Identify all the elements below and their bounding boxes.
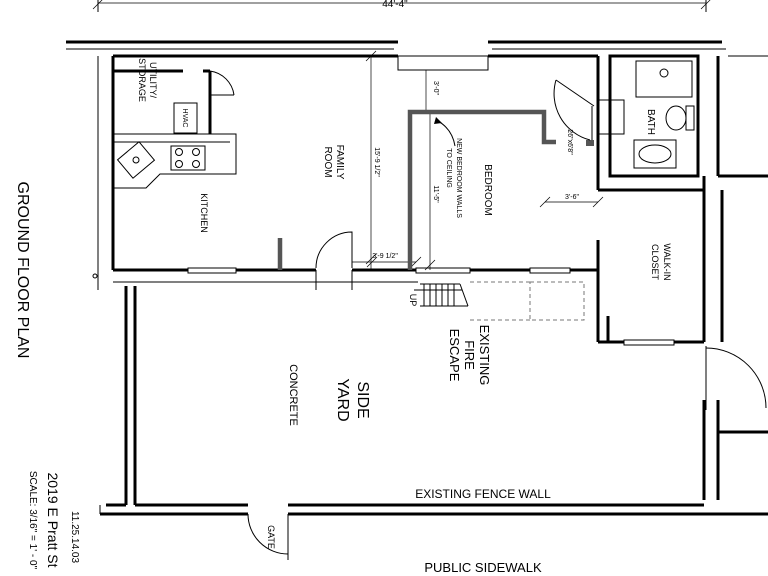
kitchen-label: KITCHEN	[199, 193, 209, 233]
dim-11-5: 11'-5"	[432, 185, 439, 203]
yard-label: YARD	[334, 378, 351, 421]
bedroom-label: BEDROOM	[482, 164, 493, 216]
fire-escape-label-3: ESCAPE	[447, 329, 462, 382]
exterior-walls	[92, 54, 600, 290]
kitchen-counters	[113, 133, 237, 189]
utility-label: UTILITY/	[148, 62, 158, 99]
property-line-top	[66, 40, 726, 50]
overall-dimension-label: 44'-4"	[382, 0, 408, 10]
door-size-label: 26"x6'8"	[566, 129, 573, 155]
fence-label: EXISTING FENCE WALL	[415, 487, 551, 501]
room-label: ROOM	[322, 146, 333, 177]
gate	[247, 513, 289, 560]
side-label: SIDE	[354, 381, 371, 418]
hvac-label: HVAC	[181, 109, 188, 128]
new-walls-note-1: NEW BEDROOM WALLS	[455, 138, 462, 218]
family-room-fixtures	[277, 231, 353, 290]
drawing-date: 11.25.14.03	[69, 511, 80, 564]
new-walls-note-2: TO CEILING	[445, 148, 452, 188]
sidewalk-label: PUBLIC SIDEWALK	[424, 560, 542, 575]
bath-room	[608, 54, 700, 178]
walkin-label: WALK-IN	[662, 243, 672, 280]
dim-3-9: 3'-9 1/2"	[372, 253, 398, 260]
drawing-title: GROUND FLOOR PLAN	[14, 182, 31, 359]
dim-3-6: 3'-6"	[565, 194, 579, 201]
utility-storage-room	[113, 69, 235, 134]
concrete-label: CONCRETE	[287, 364, 299, 426]
overall-dimension-line	[92, 0, 711, 12]
up-label: UP	[408, 294, 418, 307]
drawing-scale: SCALE: 3/16" = 1' - 0"	[27, 471, 38, 570]
dim-3-0: 3'-0"	[432, 81, 439, 95]
storage-label: STORAGE	[137, 58, 147, 102]
fire-escape-stairs	[414, 281, 585, 321]
gate-label: GATE	[266, 525, 276, 549]
new-bedroom-walls	[407, 109, 594, 270]
interior-dimension-lines	[352, 50, 604, 271]
neighbor-building	[702, 55, 768, 500]
walk-in-closet	[596, 176, 706, 346]
side-yard-walls	[99, 286, 768, 516]
fire-escape-label-2: FIRE	[462, 340, 477, 370]
closet-label: CLOSET	[650, 244, 660, 281]
drawing-address: 2019 E Pratt St	[45, 473, 61, 568]
fire-escape-label-1: EXISTING	[477, 325, 492, 386]
bath-label: BATH	[645, 109, 656, 135]
bedroom-door	[553, 79, 625, 141]
dim-15-9: 15'-9 1/2"	[373, 147, 380, 177]
family-label: FAMILY	[334, 145, 345, 180]
